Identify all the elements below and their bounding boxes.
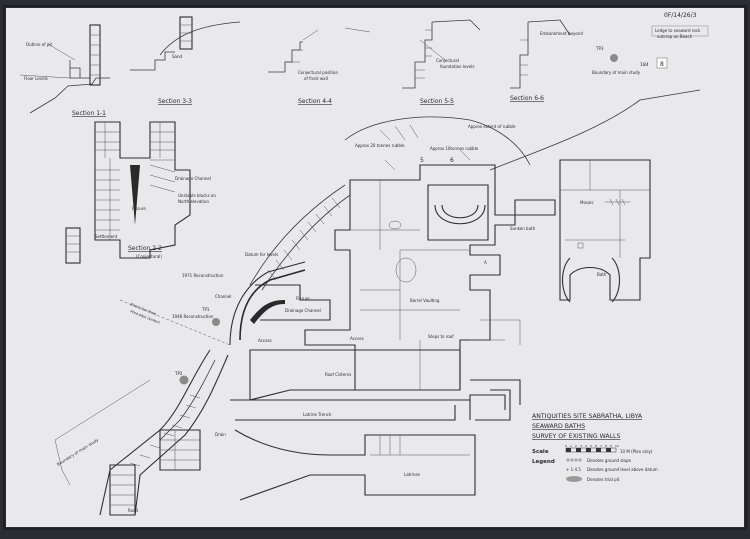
recon-1948-label: 1948 Reconstruction	[172, 314, 214, 319]
section-2-2: Drainage Channel Unstable blocks on Nort…	[65, 121, 216, 264]
road-label: Road	[128, 508, 138, 513]
access-label-2: Access	[258, 338, 272, 343]
scale-tick-7: 7	[600, 444, 602, 448]
bath-label: Bath	[597, 272, 607, 277]
tp3-pit-section	[610, 54, 618, 62]
sheet-number: 8	[660, 61, 664, 68]
plan-a-label: A	[484, 260, 487, 265]
scale-tick-3: 3	[580, 444, 582, 448]
drain-b-label: Drain	[215, 432, 226, 437]
scale-tick-9: 9	[610, 444, 612, 448]
section-marker-5: 5	[420, 157, 424, 164]
title-line-2: SEAWARD BATHS	[532, 423, 585, 430]
legend-slope-symbol	[566, 458, 582, 462]
barrel-label: Barrel Vaulting	[410, 298, 440, 303]
coastline	[489, 89, 701, 171]
section-5-5: Conjectural foundation levels Section 5-…	[402, 19, 481, 105]
scale-tick-6: 6	[595, 444, 597, 448]
main-building-outline	[304, 164, 556, 391]
s22-fissure-fill	[130, 165, 140, 225]
s22-unstable-1: Unstable blocks on	[178, 193, 216, 198]
s44-note2: of front wall	[304, 76, 328, 81]
scale-bar	[565, 447, 617, 453]
tp2-pit	[179, 375, 189, 385]
s44-title: Section 4-4	[298, 98, 332, 105]
roof-label: Roof Cisterns	[325, 372, 351, 377]
section-marker-6: 6	[450, 157, 454, 164]
s55-note2: foundation levels	[440, 64, 474, 69]
steps-label: Steps to roof	[428, 334, 454, 339]
sunken-bath-label: Sunken bath	[510, 226, 536, 231]
channel-label: Channel	[215, 294, 231, 299]
tp2-label: TP2	[174, 371, 183, 376]
scale-tick-8: 8	[605, 444, 607, 448]
tp1-label: TP1	[201, 307, 210, 312]
s22-sub: (Conjectural)	[136, 254, 162, 259]
s22-settle-label: Settlement	[95, 234, 118, 239]
s22-unstable-2: North elevation	[178, 199, 209, 204]
mosaic-label: Mosaic	[580, 200, 594, 205]
scale-tick-4: 4	[585, 444, 587, 448]
s11-floor-label: Floor Levels	[24, 76, 48, 81]
scale-tick-0: 0	[565, 444, 567, 448]
ledge-label-2: outcrop on Beach	[657, 34, 693, 39]
east-bath-building	[559, 159, 651, 301]
rubble-20t-label: Approx 20 tonnes rubble	[355, 143, 405, 148]
legend-level-symbol: + 1·4 5	[566, 467, 581, 472]
s55-title: Section 5-5	[420, 98, 454, 105]
paper-sheet	[6, 8, 744, 527]
sheet-ref: 0F/14/26/3	[664, 12, 697, 19]
scale-unit: 10 M (Plan only)	[620, 449, 653, 454]
legend-label: Legend	[532, 459, 555, 465]
s66-boundary-label: Boundary of main study	[592, 70, 641, 75]
s44-note1: Conjectural position	[298, 70, 338, 75]
datum-label: Datum for levels	[245, 252, 278, 257]
rubble-label: Approx extent of rubble	[468, 124, 516, 129]
top-note: 184	[640, 62, 649, 68]
s66-tp-label: TP3	[595, 46, 604, 51]
scale-tick-10: 10	[615, 444, 619, 448]
sheet-number-box	[656, 57, 668, 69]
legend-pit-symbol	[566, 476, 582, 482]
latrines-label: Latrines	[404, 472, 420, 477]
section-3-3: Sand Section 3-3	[130, 16, 241, 105]
rubble-10t-label: Approx 10tonnes rubble	[430, 146, 479, 151]
legend-1: Denotes ground slope	[587, 458, 632, 463]
drain-channel-label: Drainage Channel	[285, 308, 321, 313]
title-line-1: ANTIQUITIES SITE SABRATHA, LIBYA	[532, 413, 643, 420]
latrine-trench-label: Latrine Trench	[303, 412, 332, 417]
s55-note1: Conjectural	[436, 58, 459, 63]
scale-tick-2: 2	[575, 444, 577, 448]
scale-tick-1: 1	[570, 444, 572, 448]
s22-title: Section 2-2	[128, 245, 162, 252]
scale-label: Scale	[532, 449, 549, 455]
access-label: Access	[350, 336, 364, 341]
section-4-4: Conjectural position of front wall Secti…	[268, 27, 371, 105]
scale-tick-5: 5	[590, 444, 592, 448]
legend-2: Denotes ground level above datum	[587, 467, 658, 472]
legend-3: Denotes trial pit	[587, 477, 620, 482]
s11-outline-label: Outline of pit	[26, 42, 53, 47]
roof-cisterns	[249, 349, 461, 401]
title-line-3: SURVEY OF EXISTING WALLS	[532, 433, 621, 440]
s22-fissure-label: Fissure	[132, 206, 146, 211]
fissure-label: Fissure	[296, 296, 310, 301]
s22-drain-label: Drainage Channel	[175, 176, 211, 181]
rubble-outline	[344, 116, 531, 166]
s66-title: Section 6-6	[510, 95, 544, 102]
s33-sand-label: Sand	[172, 54, 183, 59]
s66-emb-label: Embankment beyond	[540, 31, 583, 36]
s33-title: Section 3-3	[158, 98, 192, 105]
s11-title: Section 1-1	[72, 110, 106, 117]
drainage-channel-fill	[250, 300, 285, 324]
ledge-label-1: Ledge to seaward rock	[655, 28, 701, 33]
section-6-6: Embankment beyond TP3 Boundary of main s…	[510, 19, 641, 102]
recon-1971-label: 1971 Reconstruction	[182, 273, 224, 278]
title-block: ANTIQUITIES SITE SABRATHA, LIBYA SEAWARD…	[532, 413, 658, 482]
section-1-1: Outline of pit Floor Levels Section 1-1	[19, 24, 110, 117]
tp1-pit	[212, 318, 220, 326]
